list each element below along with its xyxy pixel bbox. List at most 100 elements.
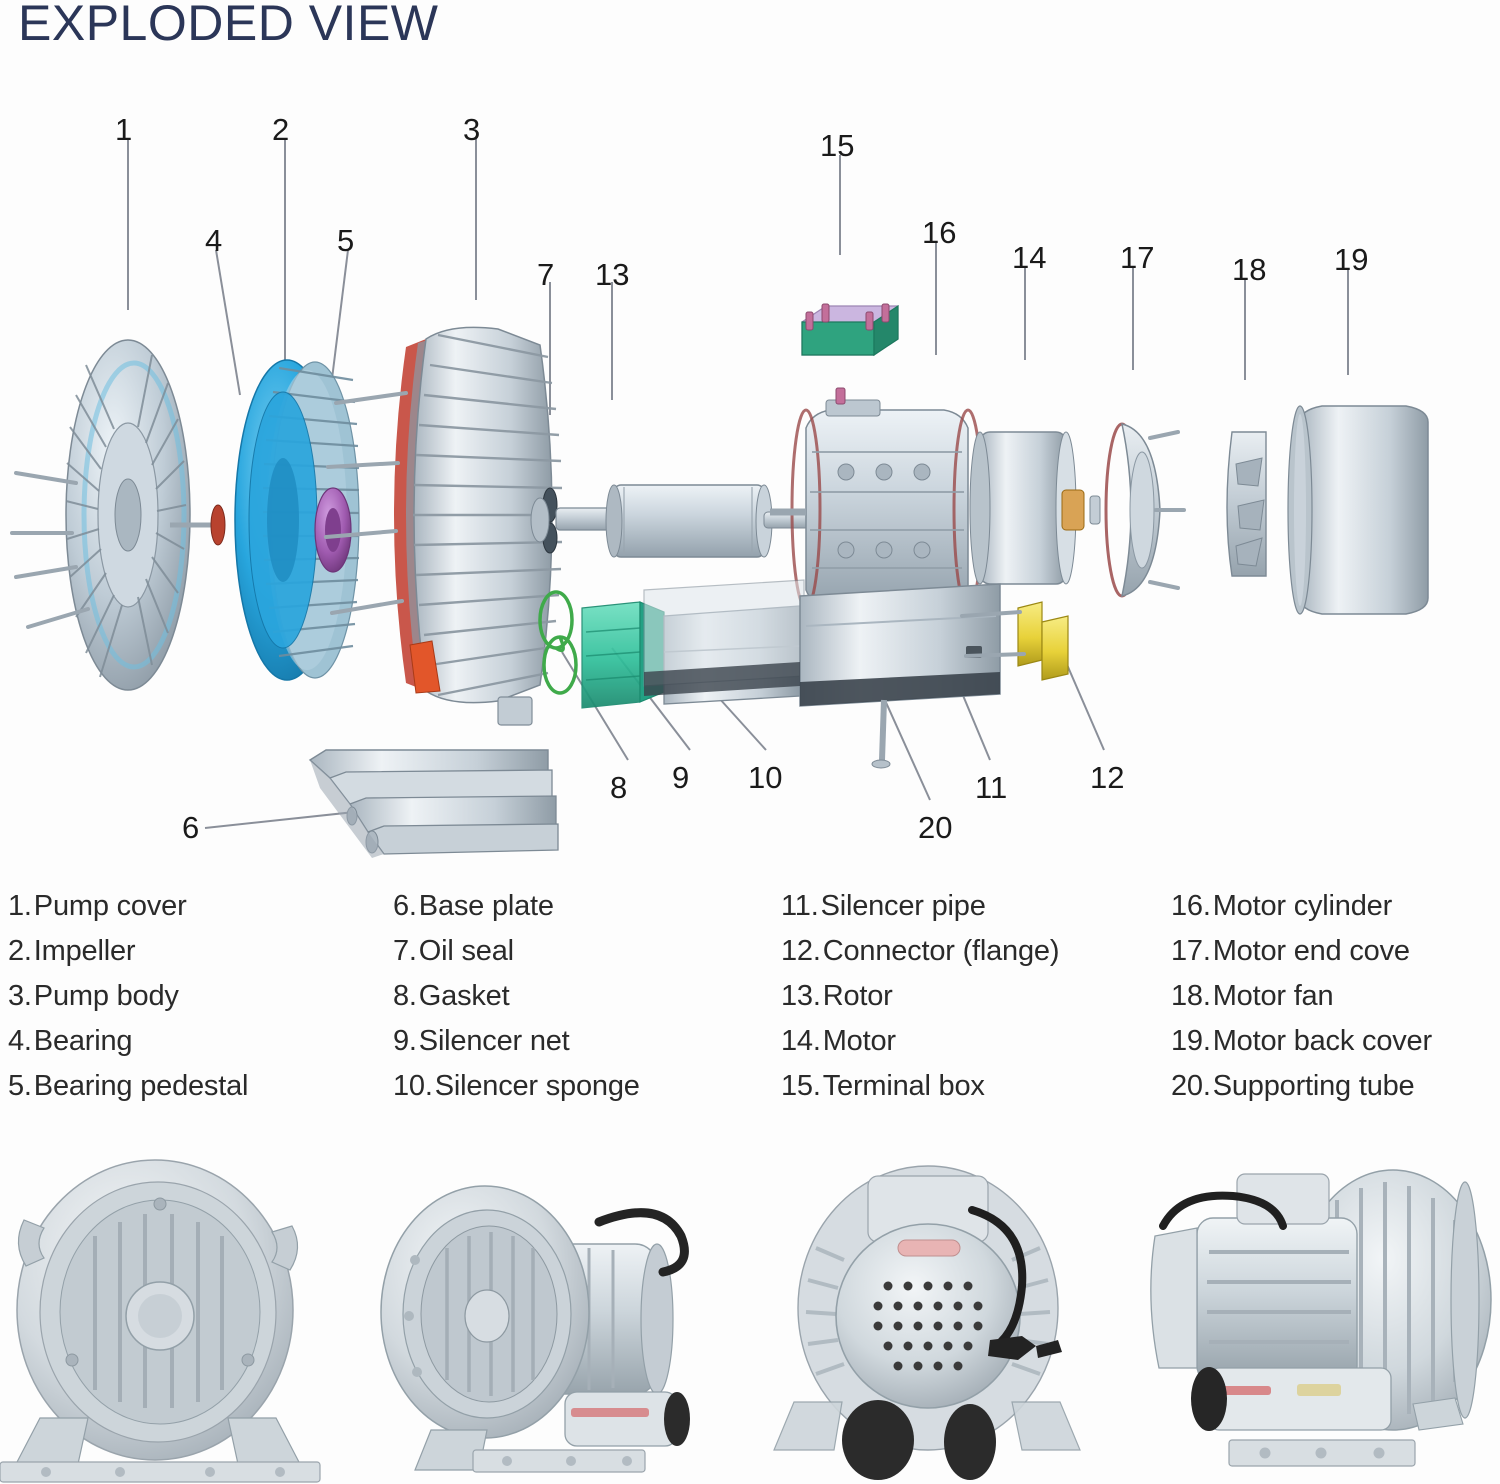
part-motor-bearing <box>1061 489 1101 531</box>
legend-label-12: Connector (flange) <box>822 935 1060 967</box>
legend-num-19: 19. <box>1171 1025 1211 1057</box>
legend-item-13: 13.Rotor <box>781 974 1163 1019</box>
legend-item-17: 17.Motor end cove <box>1171 929 1500 974</box>
part-pump-cover <box>10 339 214 691</box>
callout-20: 20 <box>918 810 953 845</box>
legend-num-18: 18. <box>1171 980 1211 1012</box>
legend-item-2: 2.Impeller <box>8 929 385 974</box>
legend-num-4: 4. <box>8 1025 32 1057</box>
legend-label-9: Silencer net <box>418 1025 570 1057</box>
legend-label-10: Silencer sponge <box>434 1070 640 1102</box>
legend-num-15: 15. <box>781 1070 821 1102</box>
callout-18: 18 <box>1232 252 1267 287</box>
legend-num-5: 5. <box>8 1070 32 1102</box>
part-bearing-pedestal <box>314 487 352 573</box>
legend-label-6: Base plate <box>418 890 554 922</box>
part-motor-cylinder <box>770 387 984 610</box>
legend-label-18: Motor fan <box>1212 980 1334 1012</box>
legend-item-15: 15.Terminal box <box>781 1064 1163 1109</box>
legend-label-14: Motor <box>822 1025 896 1057</box>
legend-num-20: 20. <box>1171 1070 1211 1102</box>
legend-label-16: Motor cylinder <box>1212 890 1393 922</box>
legend-item-10: 10.Silencer sponge <box>393 1064 773 1109</box>
legend-item-12: 12.Connector (flange) <box>781 929 1163 974</box>
exploded-view-diagram: 1 2 3 4 5 7 13 15 16 14 17 18 19 6 8 9 1… <box>0 60 1500 880</box>
legend-item-6: 6.Base plate <box>393 884 773 929</box>
legend-label-8: Gasket <box>418 980 510 1012</box>
legend-num-8: 8. <box>393 980 417 1012</box>
legend-item-1: 1.Pump cover <box>8 884 385 929</box>
legend-num-10: 10. <box>393 1070 433 1102</box>
parts-legend: 1.Pump cover 2.Impeller 3.Pump body 4.Be… <box>0 884 1500 1119</box>
legend-item-4: 4.Bearing <box>8 1019 385 1064</box>
callout-4: 4 <box>205 223 223 258</box>
legend-num-2: 2. <box>8 935 32 967</box>
callout-11: 11 <box>975 770 1008 805</box>
legend-num-16: 16. <box>1171 890 1211 922</box>
legend-item-19: 19.Motor back cover <box>1171 1019 1500 1064</box>
legend-label-15: Terminal box <box>822 1070 985 1102</box>
legend-num-13: 13. <box>781 980 821 1012</box>
legend-num-1: 1. <box>8 890 32 922</box>
callout-14: 14 <box>1012 240 1047 275</box>
callout-17: 17 <box>1120 240 1155 275</box>
legend-label-2: Impeller <box>33 935 136 967</box>
callout-8: 8 <box>610 770 628 805</box>
legend-num-6: 6. <box>393 890 417 922</box>
legend-num-17: 17. <box>1171 935 1211 967</box>
legend-num-3: 3. <box>8 980 32 1012</box>
legend-item-9: 9.Silencer net <box>393 1019 773 1064</box>
part-supporting-tube <box>871 699 891 769</box>
part-motor <box>969 431 1077 585</box>
callout-10: 10 <box>748 760 783 795</box>
callout-12: 12 <box>1090 760 1125 795</box>
legend-column-4: 16.Motor cylinder 17.Motor end cove 18.M… <box>1163 884 1500 1119</box>
legend-num-14: 14. <box>781 1025 821 1057</box>
legend-label-11: Silencer pipe <box>820 890 986 922</box>
legend-item-7: 7.Oil seal <box>393 929 773 974</box>
callout-19: 19 <box>1334 242 1369 277</box>
product-photo-side-view <box>1125 1140 1500 1484</box>
legend-label-17: Motor end cove <box>1212 935 1410 967</box>
legend-label-13: Rotor <box>822 980 893 1012</box>
legend-label-1: Pump cover <box>33 890 187 922</box>
legend-label-4: Bearing <box>33 1025 133 1057</box>
callout-6: 6 <box>182 810 200 845</box>
legend-item-3: 3.Pump body <box>8 974 385 1019</box>
legend-column-2: 6.Base plate 7.Oil seal 8.Gasket 9.Silen… <box>385 884 773 1119</box>
legend-label-19: Motor back cover <box>1212 1025 1432 1057</box>
part-motor-fan <box>1226 431 1267 577</box>
part-connector-flange <box>960 601 1069 681</box>
part-pump-body <box>324 326 563 726</box>
legend-item-16: 16.Motor cylinder <box>1171 884 1500 929</box>
callout-13: 13 <box>595 257 630 292</box>
legend-label-20: Supporting tube <box>1212 1070 1415 1102</box>
legend-column-1: 1.Pump cover 2.Impeller 3.Pump body 4.Be… <box>0 884 385 1119</box>
callout-15: 15 <box>820 128 855 163</box>
product-photo-strip <box>0 1140 1500 1484</box>
callout-2: 2 <box>272 112 290 147</box>
legend-item-8: 8.Gasket <box>393 974 773 1019</box>
legend-num-11: 11. <box>781 890 819 922</box>
callout-3: 3 <box>463 112 481 147</box>
callout-16: 16 <box>922 215 957 250</box>
legend-item-11: 11.Silencer pipe <box>781 884 1163 929</box>
legend-column-3: 11.Silencer pipe 12.Connector (flange) 1… <box>773 884 1163 1119</box>
legend-label-5: Bearing pedestal <box>33 1070 249 1102</box>
part-gasket <box>538 590 578 695</box>
legend-item-5: 5.Bearing pedestal <box>8 1064 385 1109</box>
callout-1: 1 <box>115 112 133 147</box>
part-motor-end-cover <box>1104 422 1186 598</box>
legend-num-12: 12. <box>781 935 821 967</box>
product-photo-rear-view <box>750 1140 1125 1484</box>
product-photo-three-quarter-view <box>375 1140 750 1484</box>
legend-item-20: 20.Supporting tube <box>1171 1064 1500 1109</box>
part-silencer-pipe <box>643 579 1001 707</box>
callout-7: 7 <box>537 257 555 292</box>
callout-5: 5 <box>337 223 355 258</box>
legend-label-3: Pump body <box>33 980 179 1012</box>
part-motor-back-cover <box>1287 405 1429 615</box>
callout-9: 9 <box>672 760 690 795</box>
page-title: EXPLODED VIEW <box>18 0 439 51</box>
part-terminal-box <box>801 303 899 357</box>
